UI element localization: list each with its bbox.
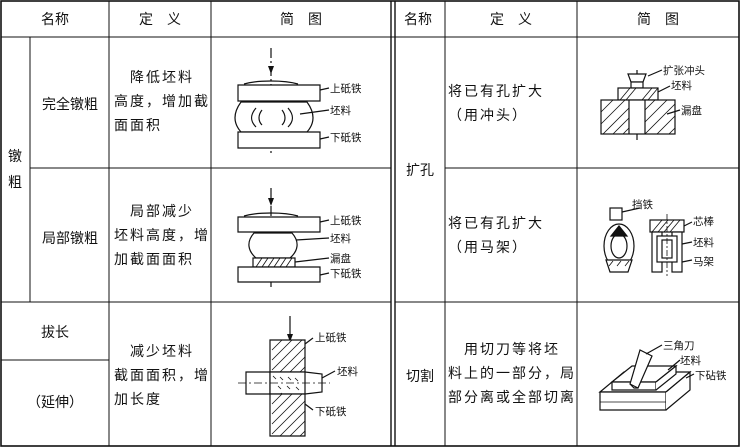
drawing-out-alt-name: （延伸）: [27, 395, 83, 411]
partial-upsetting-def-2: 坯料高度，增: [114, 228, 210, 244]
upsetting-group-char-1: 镦: [8, 149, 22, 165]
partial-upsetting-label-lower: 下砥铁: [330, 268, 362, 280]
saddle-expanding-label-block: 挡铁: [632, 199, 653, 211]
saddle-expanding-def-2: （用马架）: [448, 240, 528, 256]
full-upsetting-label-blank: 坯料: [330, 105, 351, 117]
punch-expanding-label-tray: 漏盘: [681, 105, 702, 117]
saddle-expanding-label-blank: 坯料: [693, 237, 714, 249]
partial-upsetting-def-1: 局部减少: [114, 204, 194, 220]
partial-upsetting-label-upper: 上砥铁: [330, 215, 362, 227]
saddle-expanding-def-1: 将已有孔扩大: [448, 216, 544, 232]
partial-upsetting-def-3: 加截面面积: [114, 252, 194, 268]
drawing-out-label-blank: 坯料: [337, 366, 358, 378]
drawing-out-label-upper: 上砥铁: [315, 332, 347, 344]
upsetting-group-char-2: 粗: [8, 175, 22, 191]
drawing-out-diagram: [238, 316, 336, 437]
partial-upsetting-label-blank: 坯料: [330, 233, 351, 245]
saddle-expanding-diagram: [603, 207, 693, 276]
drawing-out-def-1: 减少坯料: [114, 344, 194, 360]
partial-upsetting-name: 局部镦粗: [42, 231, 98, 247]
cutting-def-1: 用切刀等将坯: [448, 342, 560, 358]
expanding-name: 扩孔: [406, 163, 434, 179]
drawing-out-def-3: 加长度: [114, 392, 162, 408]
punch-expanding-label-blank: 坯料: [671, 80, 692, 92]
punch-expanding-def-1: 将已有孔扩大: [448, 84, 544, 100]
saddle-expanding-label-saddle: 马架: [693, 256, 714, 268]
header-left-definition: 定 义: [139, 12, 181, 28]
drawing-out-label-lower: 下砥铁: [315, 406, 347, 418]
partial-upsetting-diagram: [237, 188, 330, 287]
full-upsetting-name: 完全镦粗: [42, 97, 98, 113]
cutting-name: 切割: [406, 369, 434, 385]
cutting-def-3: 部分离或全部切离: [448, 390, 576, 406]
saddle-expanding-label-core: 芯棒: [693, 216, 714, 228]
cutting-label-blank: 坯料: [680, 355, 701, 367]
cutting-def-2: 料上的一部分，局: [448, 366, 576, 382]
header-right-definition: 定 义: [490, 12, 532, 28]
full-upsetting-label-upper: 上砥铁: [330, 83, 362, 95]
header-left-name: 名称: [41, 12, 69, 28]
full-upsetting-def-3: 面面积: [114, 118, 162, 134]
punch-expanding-def-2: （用冲头）: [448, 108, 528, 124]
punch-expanding-diagram: [600, 69, 681, 140]
punch-expanding-label-punch: 扩张冲头: [663, 65, 705, 77]
partial-upsetting-label-tray: 漏盘: [330, 253, 351, 265]
full-upsetting-def-1: 降低坯料: [114, 70, 194, 86]
drawing-out-def-2: 截面面积，增: [114, 368, 210, 384]
header-left-diagram: 简 图: [280, 12, 322, 28]
header-right-name: 名称: [404, 12, 432, 28]
full-upsetting-def-2: 高度，增加截: [114, 94, 210, 110]
drawing-out-name: 拔长: [41, 325, 69, 341]
full-upsetting-diagram: [234, 48, 330, 154]
full-upsetting-label-lower: 下砥铁: [330, 132, 362, 144]
cutting-label-lower: 下砧铁: [695, 370, 727, 382]
header-right-diagram: 简 图: [637, 12, 679, 28]
cutting-label-knife: 三角刀: [663, 340, 695, 352]
cutting-diagram: [598, 344, 695, 411]
